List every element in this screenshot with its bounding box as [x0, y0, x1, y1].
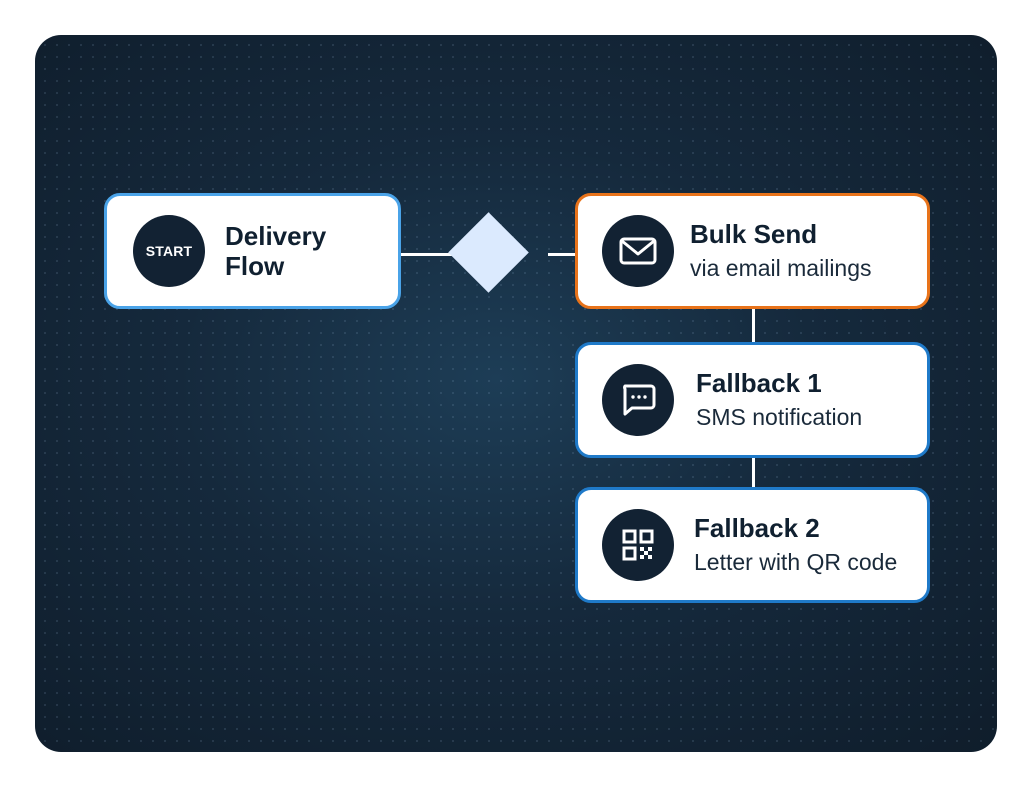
fallback-1-subtitle: SMS notification: [696, 404, 863, 430]
start-node-title-line1: Delivery: [225, 221, 327, 251]
fallback-1-text: Fallback 1 SMS notification: [696, 368, 862, 432]
envelope-icon: [619, 237, 657, 265]
fallback-2-node[interactable]: Fallback 2 Letter with QR code: [575, 487, 930, 603]
bulk-send-text: Bulk Send via email mailings: [690, 219, 872, 283]
start-node[interactable]: START Delivery Flow: [104, 193, 401, 309]
envelope-icon-circle: [602, 215, 674, 287]
bulk-send-node[interactable]: Bulk Send via email mailings: [575, 193, 930, 309]
start-badge: START: [133, 215, 205, 287]
connector-fallback1-to-fallback2: [752, 457, 755, 490]
start-node-text: Delivery Flow: [225, 221, 326, 281]
fallback-1-node[interactable]: Fallback 1 SMS notification: [575, 342, 930, 458]
diagram-canvas: START Delivery Flow Bulk Send via email …: [35, 35, 997, 752]
qr-code-icon: [622, 529, 654, 561]
connector-decision-to-primary: [548, 253, 578, 256]
bulk-send-title: Bulk Send: [690, 219, 818, 249]
fallback-2-text: Fallback 2 Letter with QR code: [694, 513, 897, 577]
fallback-1-title: Fallback 1: [696, 368, 822, 398]
start-badge-label: START: [145, 243, 193, 259]
qr-code-icon-circle: [602, 509, 674, 581]
fallback-2-subtitle: Letter with QR code: [694, 549, 898, 575]
chat-bubble-icon: [623, 384, 656, 416]
chat-bubble-icon-circle: [602, 364, 674, 436]
connector-start-to-decision: [399, 253, 499, 256]
start-node-title-line2: Flow: [225, 251, 285, 281]
connector-primary-to-fallback1: [752, 308, 755, 344]
fallback-2-title: Fallback 2: [694, 513, 820, 543]
bulk-send-subtitle: via email mailings: [690, 255, 872, 281]
